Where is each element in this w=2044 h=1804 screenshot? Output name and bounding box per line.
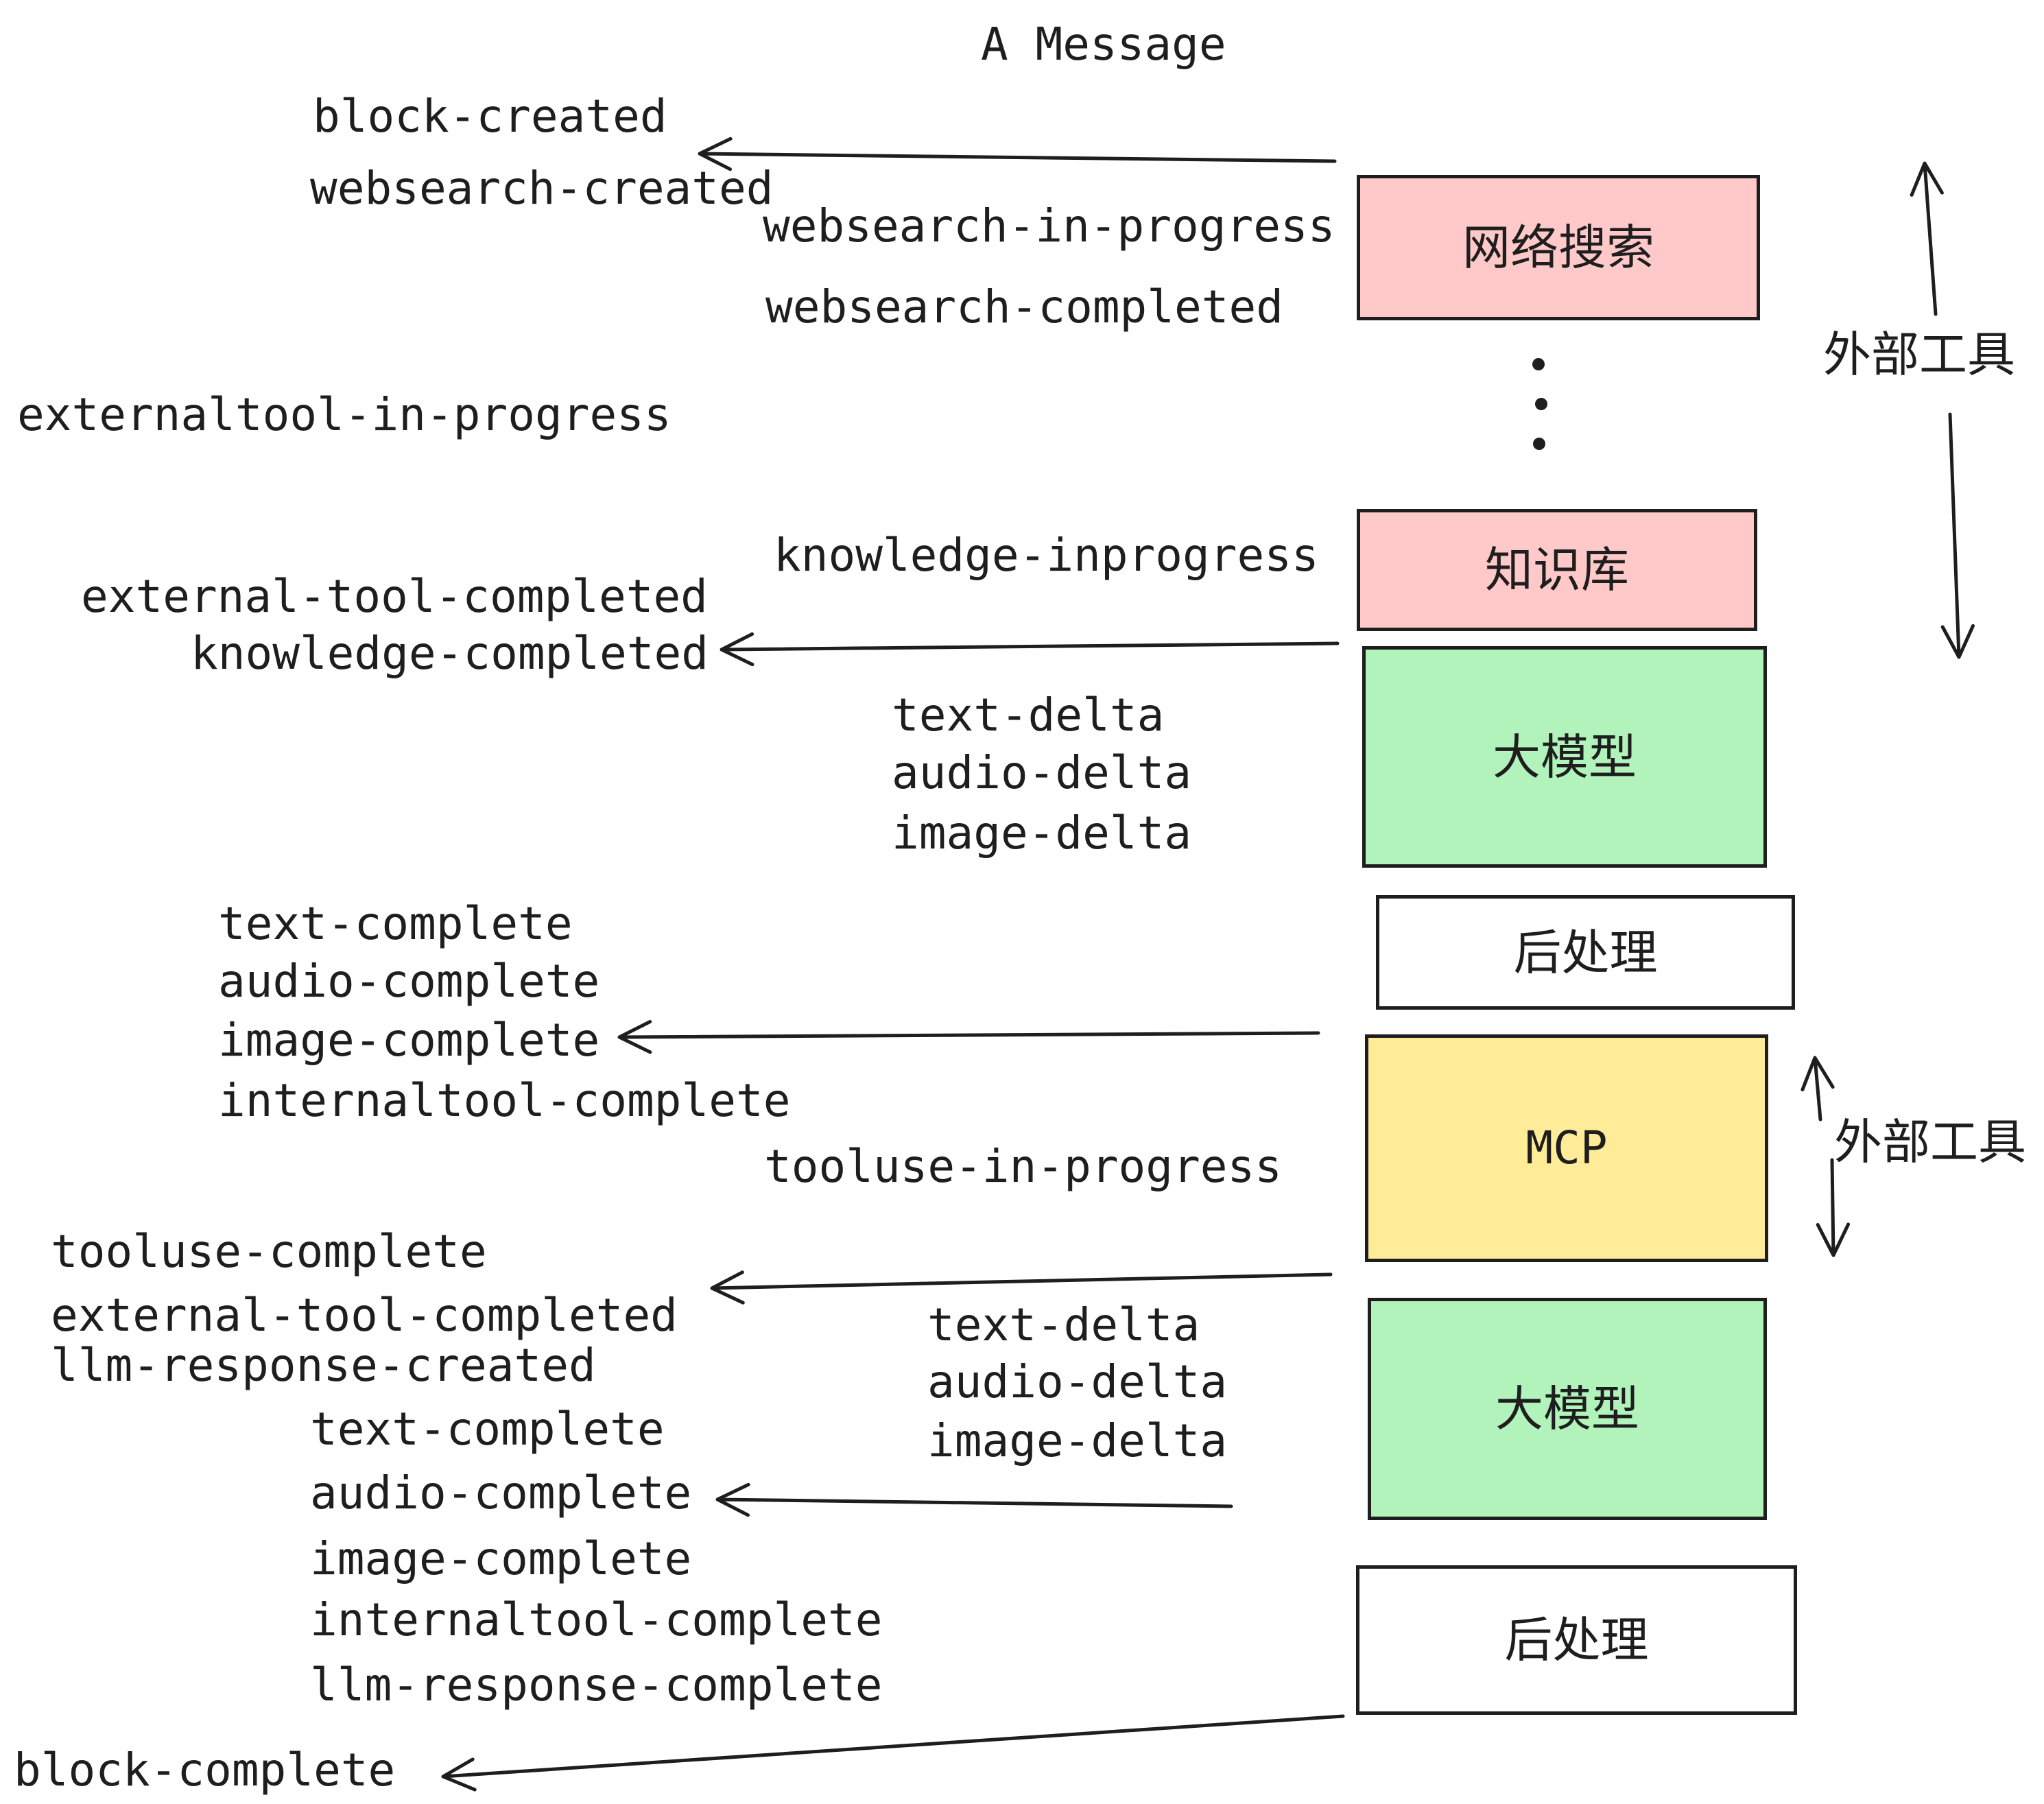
- arrow-block-complete: [441, 1714, 1345, 1792]
- box-knowledge-base-label: 知识库: [1485, 543, 1629, 597]
- event-block-created: block-created: [313, 90, 667, 143]
- event-text-complete: text-complete: [310, 1403, 665, 1456]
- event-text-delta: text-delta: [892, 689, 1165, 741]
- event-llm-response-created: llm-response-created: [51, 1339, 596, 1392]
- event-audio-complete: audio-complete: [218, 955, 600, 1008]
- diagram-title: A Message: [981, 18, 1226, 71]
- event-audio-delta: audio-delta: [892, 746, 1192, 799]
- event-websearch-created: websearch-created: [310, 162, 774, 215]
- arrow-tooluse-complete: [710, 1270, 1333, 1305]
- box-llm-2: 大模型: [1368, 1298, 1767, 1520]
- event-image-complete: image-complete: [218, 1014, 600, 1067]
- event-image-delta: image-delta: [927, 1414, 1228, 1467]
- arrow-audio-complete: [715, 1482, 1233, 1517]
- event-external-tool-completed: external-tool-completed: [81, 570, 708, 623]
- box-post-process-1-label: 后处理: [1513, 925, 1658, 980]
- box-llm-1-label: 大模型: [1493, 730, 1637, 784]
- event-internaltool-complete: internaltool-complete: [218, 1074, 791, 1127]
- event-audio-delta: audio-delta: [927, 1355, 1228, 1408]
- arrow-down-external-tools-2: [1816, 1158, 1851, 1257]
- box-llm-1: 大模型: [1362, 646, 1767, 868]
- box-post-process-2: 后处理: [1356, 1565, 1797, 1715]
- box-knowledge-base: 知识库: [1357, 509, 1757, 631]
- arrow-block-created: [698, 137, 1337, 171]
- box-llm-2-label: 大模型: [1495, 1382, 1639, 1436]
- event-internaltool-complete: internaltool-complete: [310, 1593, 883, 1646]
- event-externaltool-in-progress: externaltool-in-progress: [17, 388, 672, 441]
- event-tooluse-complete: tooluse-complete: [51, 1225, 487, 1278]
- event-image-complete: image-complete: [310, 1532, 692, 1585]
- external-tools-label-2: 外部工具: [1834, 1115, 2026, 1169]
- event-llm-response-complete: llm-response-complete: [310, 1659, 883, 1711]
- ellipsis-dot: [1535, 398, 1547, 410]
- event-websearch-completed: websearch-completed: [765, 281, 1283, 333]
- box-mcp: MCP: [1365, 1034, 1768, 1262]
- ellipsis-dot: [1532, 358, 1545, 370]
- box-post-process-2-label: 后处理: [1504, 1613, 1649, 1667]
- event-text-complete: text-complete: [218, 897, 573, 950]
- event-websearch-in-progress: websearch-in-progress: [763, 200, 1335, 252]
- arrow-knowledge-completed: [720, 632, 1340, 667]
- arrow-up-external-tools-1: [1910, 161, 1944, 316]
- ellipsis-dot: [1533, 438, 1545, 450]
- event-knowledge-inprogress: knowledge-inprogress: [774, 529, 1319, 582]
- box-post-process-1: 后处理: [1376, 895, 1795, 1010]
- event-text-delta: text-delta: [927, 1298, 1200, 1351]
- event-audio-complete: audio-complete: [310, 1467, 692, 1519]
- external-tools-label-1: 外部工具: [1823, 328, 2015, 381]
- event-knowledge-completed: knowledge-completed: [191, 627, 709, 680]
- event-external-tool-completed: external-tool-completed: [51, 1289, 678, 1342]
- arrow-down-external-tools-1: [1940, 412, 1975, 659]
- event-block-complete: block-complete: [14, 1744, 396, 1796]
- box-mcp-label: MCP: [1525, 1121, 1608, 1174]
- event-image-delta: image-delta: [892, 807, 1192, 859]
- event-tooluse-in-progress: tooluse-in-progress: [764, 1140, 1282, 1193]
- box-web-search: 网络搜索: [1357, 175, 1760, 320]
- box-web-search-label: 网络搜索: [1462, 221, 1654, 274]
- arrow-image-complete: [617, 1020, 1320, 1054]
- arrow-up-external-tools-2: [1801, 1056, 1835, 1121]
